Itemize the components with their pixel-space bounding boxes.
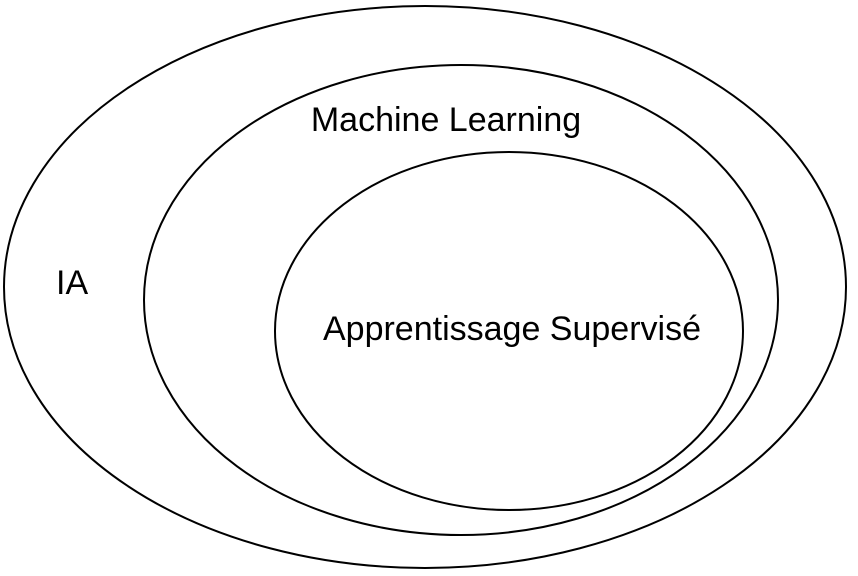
ia-label: IA bbox=[56, 264, 88, 302]
ia-ellipse bbox=[3, 5, 847, 569]
apprentissage-supervise-label: Apprentissage Supervisé bbox=[323, 310, 701, 348]
machine-learning-ellipse bbox=[143, 64, 779, 536]
machine-learning-label: Machine Learning bbox=[311, 101, 581, 139]
apprentissage-supervise-ellipse bbox=[274, 151, 744, 511]
